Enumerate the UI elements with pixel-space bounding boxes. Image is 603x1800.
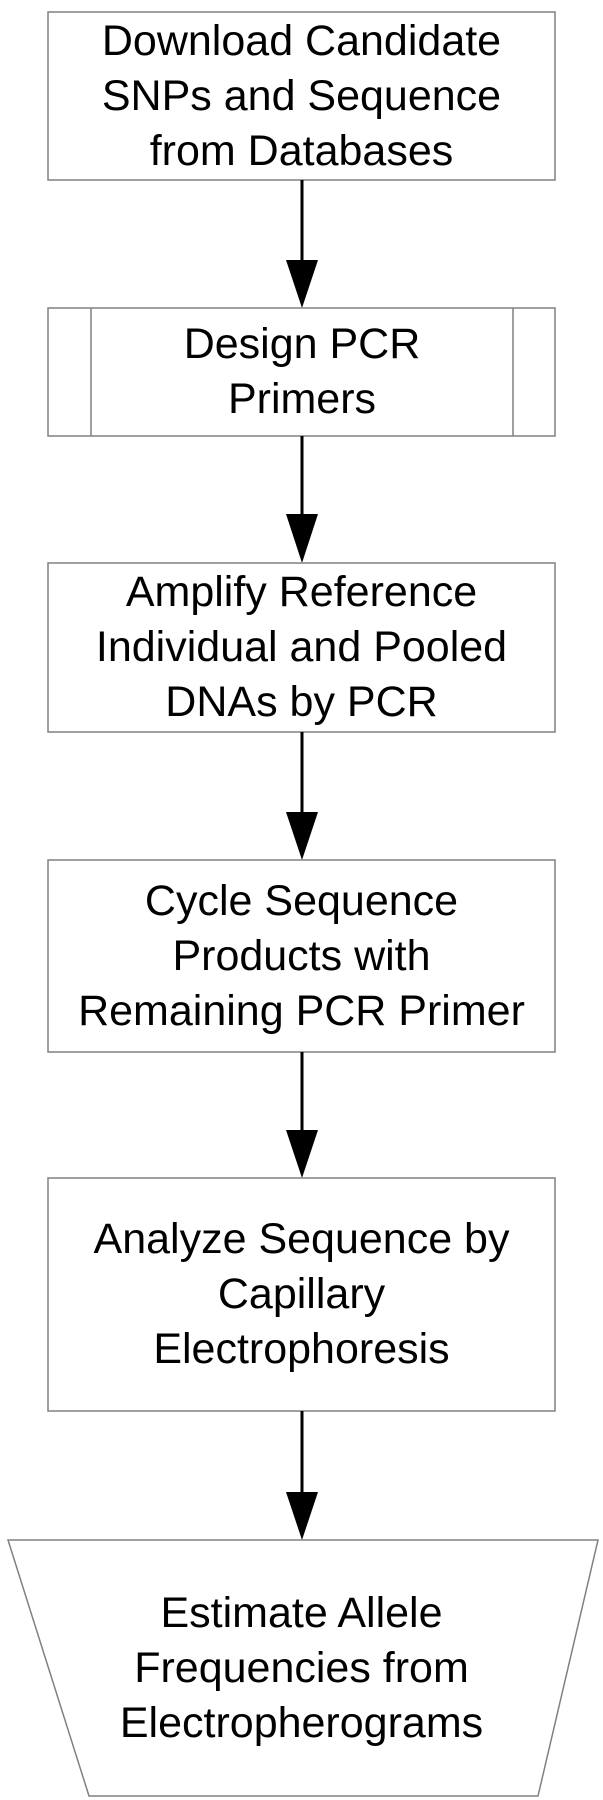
arrow-5-to-6 bbox=[286, 1411, 318, 1540]
step-5-line-2: Capillary bbox=[217, 1270, 386, 1318]
step-5-label: Analyze Sequence by Capillary Electropho… bbox=[48, 1178, 555, 1411]
step-6-line-1: Estimate Allele bbox=[160, 1588, 443, 1637]
step-5-line-3: Electrophoresis bbox=[153, 1325, 450, 1373]
step-6-label: Estimate Allele Frequencies from Electro… bbox=[60, 1540, 543, 1796]
arrow-4-to-5 bbox=[286, 1052, 318, 1178]
step-6-line-3: Electropherograms bbox=[119, 1698, 484, 1747]
arrow-1-to-2 bbox=[286, 180, 318, 308]
step-4-label: Cycle Sequence Products with Remaining P… bbox=[48, 860, 555, 1052]
step-4-line-2: Products with bbox=[172, 931, 431, 980]
step-3-line-1: Amplify Reference bbox=[125, 568, 478, 616]
step-1-line-1: Download Candidate bbox=[101, 16, 502, 65]
step-4-line-1: Cycle Sequence bbox=[144, 876, 459, 925]
step-1-label: Download Candidate SNPs and Sequence fro… bbox=[48, 12, 555, 180]
step-2-label: Design PCR Primers bbox=[91, 308, 513, 436]
step-6-box bbox=[6, 1539, 599, 1797]
step-5-box bbox=[47, 1177, 556, 1412]
step-6-line-2: Frequencies from bbox=[134, 1643, 469, 1692]
step-2-line-1: Design PCR bbox=[183, 320, 421, 368]
step-2-box bbox=[47, 307, 556, 437]
step-3-line-2: Individual and Pooled bbox=[95, 623, 508, 671]
step-2-line-2: Primers bbox=[227, 375, 377, 423]
step-3-label: Amplify Reference Individual and Pooled … bbox=[48, 563, 555, 732]
step-1-line-3: from Databases bbox=[149, 126, 454, 175]
step-1-line-2: SNPs and Sequence bbox=[101, 71, 502, 120]
arrow-2-to-3 bbox=[286, 436, 318, 563]
step-4-line-3: Remaining PCR Primer bbox=[78, 986, 525, 1035]
step-3-box bbox=[47, 562, 556, 733]
step-3-line-3: DNAs by PCR bbox=[165, 678, 438, 726]
arrow-3-to-4 bbox=[286, 732, 318, 860]
step-5-line-1: Analyze Sequence by bbox=[93, 1215, 510, 1263]
step-4-box bbox=[47, 859, 556, 1053]
step-1-box bbox=[47, 11, 556, 181]
